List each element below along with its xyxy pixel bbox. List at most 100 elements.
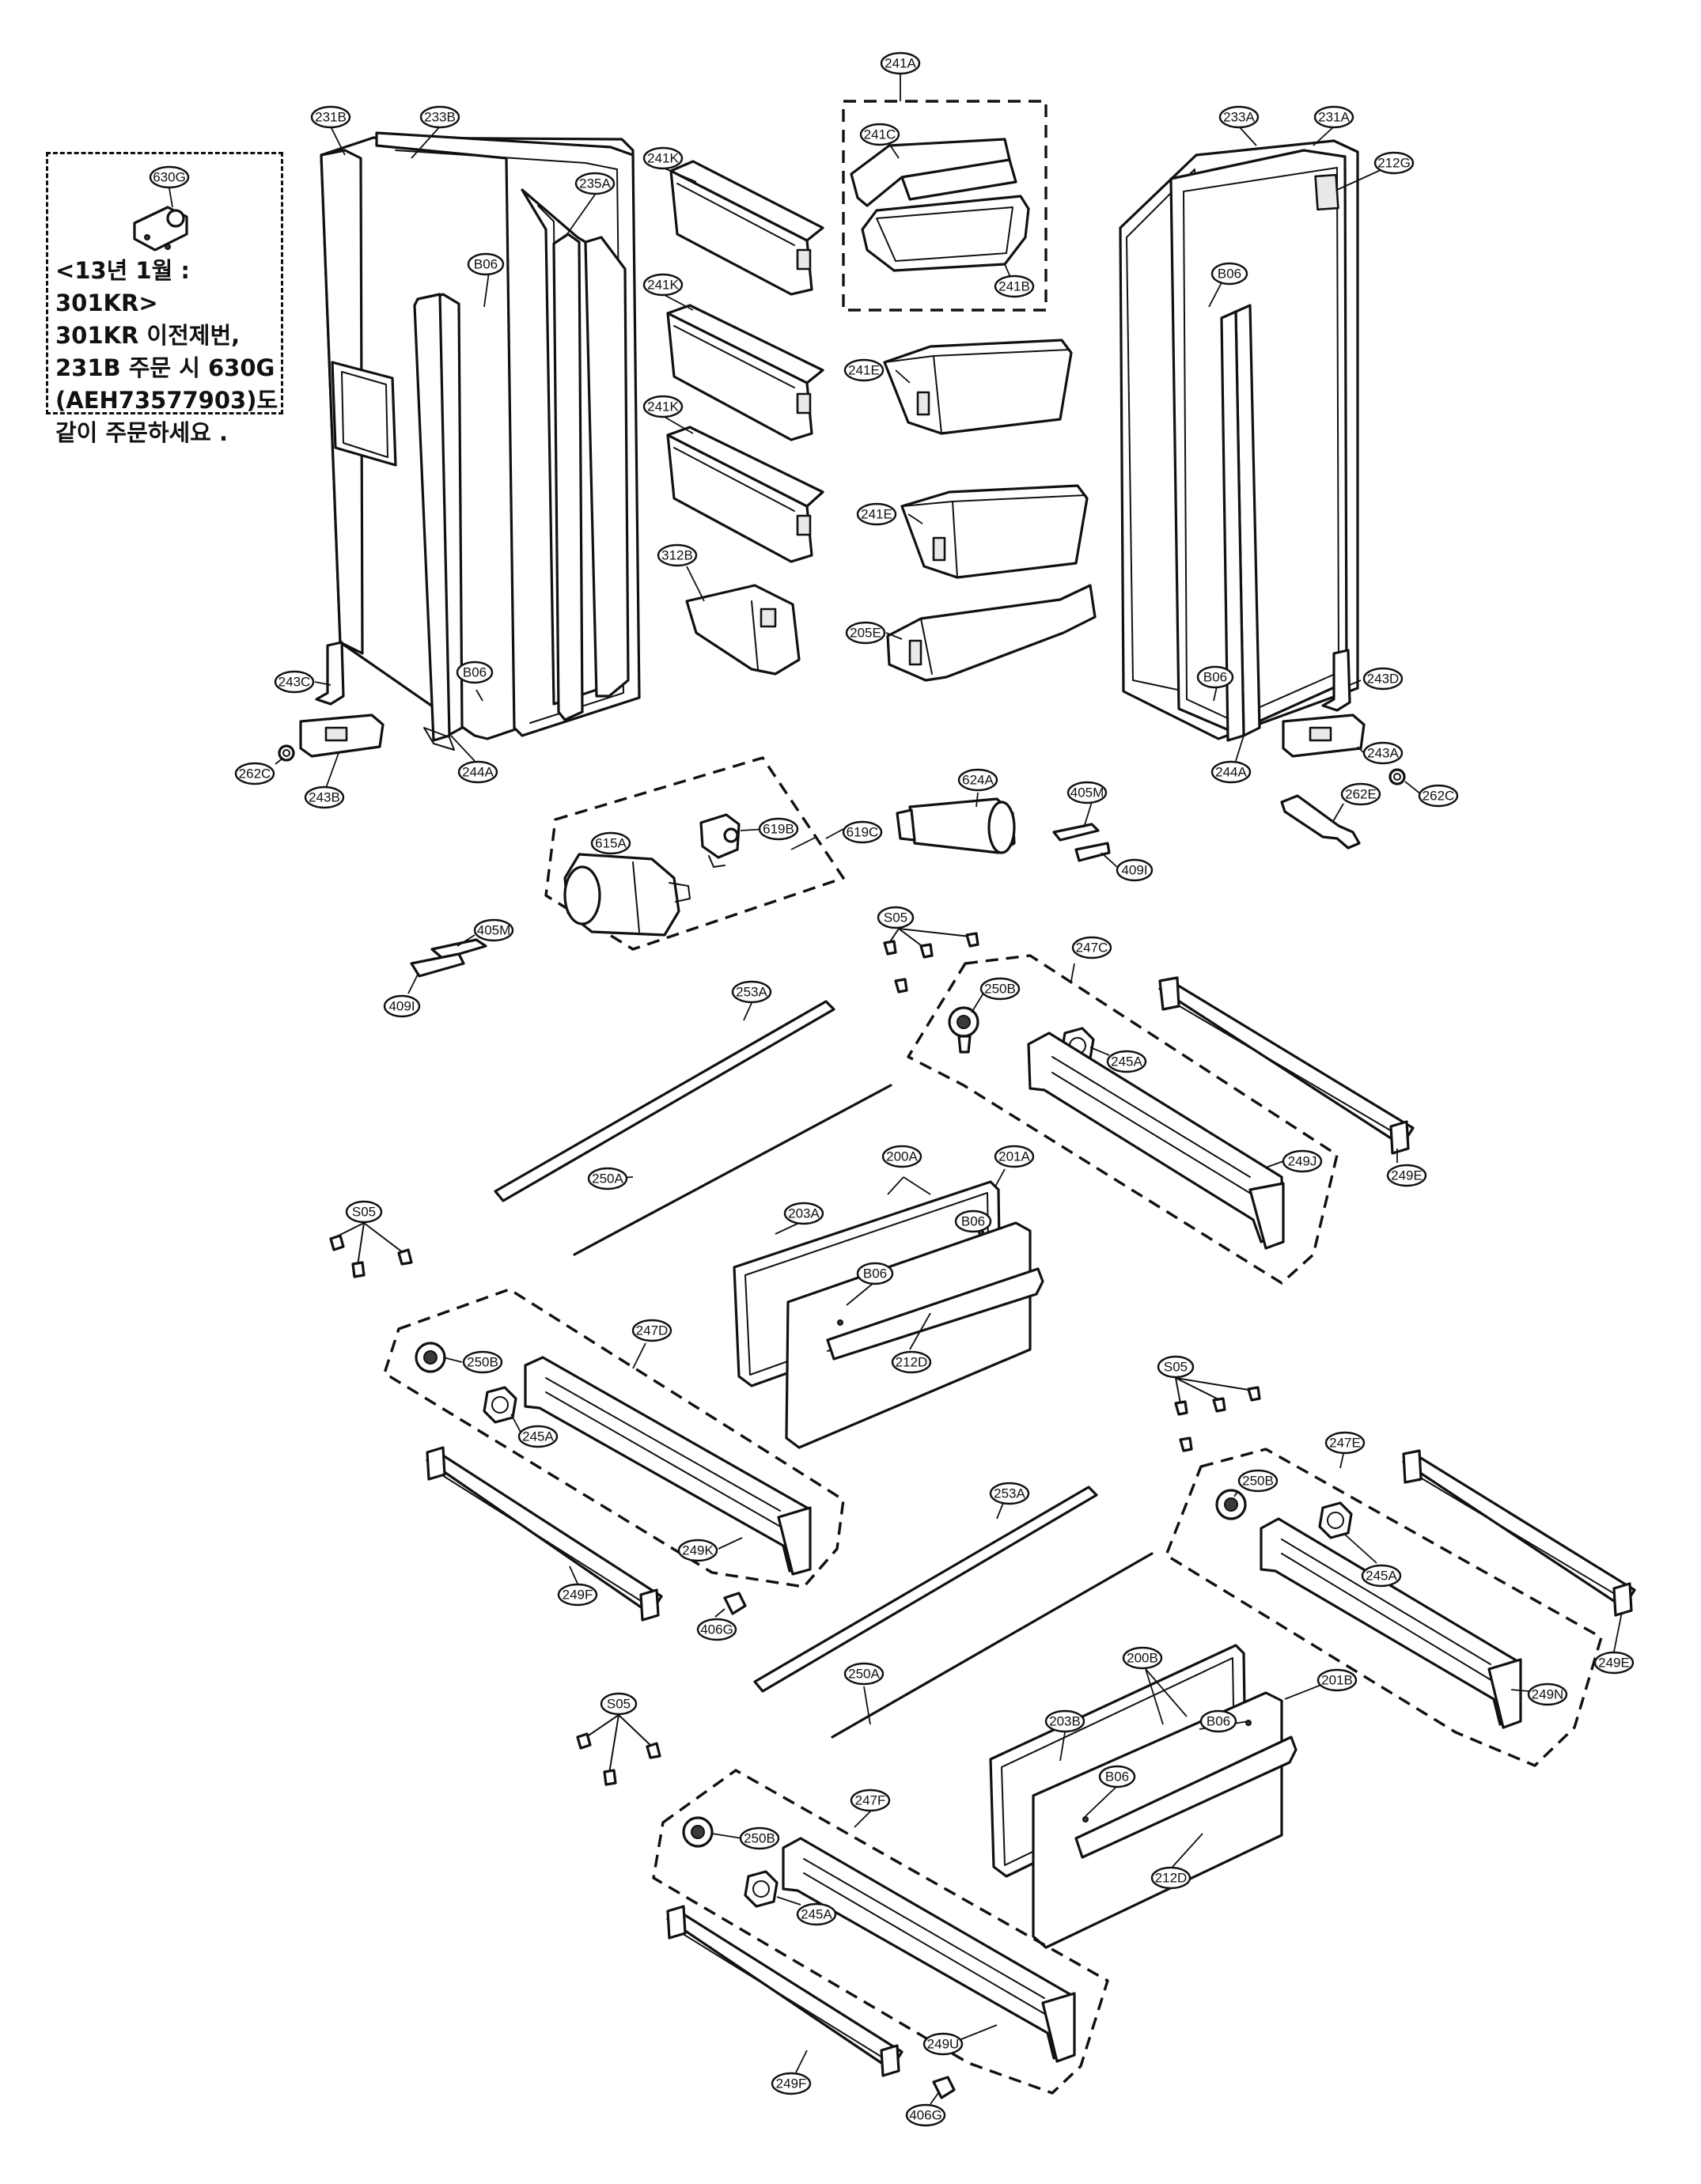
rod-253a-1 bbox=[494, 1000, 835, 1202]
svg-text:233A: 233A bbox=[1223, 110, 1255, 125]
svg-text:B06: B06 bbox=[1218, 267, 1241, 282]
svg-text:241K: 241K bbox=[647, 278, 679, 293]
svg-text:243D: 243D bbox=[1367, 672, 1400, 687]
svg-text:B06: B06 bbox=[863, 1266, 887, 1281]
rail-249j bbox=[1027, 1031, 1285, 1250]
svg-text:205E: 205E bbox=[850, 626, 881, 641]
svg-text:B06: B06 bbox=[1207, 1714, 1230, 1729]
svg-text:S05: S05 bbox=[1164, 1360, 1188, 1375]
svg-text:250B: 250B bbox=[1242, 1474, 1274, 1489]
label-243c: 243C bbox=[274, 670, 315, 694]
svg-text:249E: 249E bbox=[1391, 1168, 1423, 1183]
svg-text:203A: 203A bbox=[788, 1206, 820, 1221]
svg-text:247D: 247D bbox=[636, 1323, 669, 1338]
label-253a-2: 253A bbox=[989, 1482, 1030, 1505]
label-245a-2: 245A bbox=[517, 1425, 559, 1448]
label-241b: 241B bbox=[994, 274, 1035, 298]
bushing-245a-4 bbox=[744, 1870, 779, 1908]
svg-text:200B: 200B bbox=[1127, 1651, 1158, 1666]
label-243b: 243B bbox=[304, 785, 345, 809]
label-249e-1: 249E bbox=[1386, 1164, 1427, 1187]
clip-405m-1 bbox=[1052, 823, 1111, 862]
label-253a-1: 253A bbox=[731, 980, 772, 1004]
label-245a-1: 245A bbox=[1106, 1050, 1147, 1073]
note-line-3: 231B 주문 시 630G bbox=[55, 354, 275, 381]
svg-text:212D: 212D bbox=[896, 1355, 928, 1370]
door-bin-241k-3 bbox=[666, 426, 824, 563]
svg-text:619B: 619B bbox=[763, 822, 794, 837]
svg-text:B06: B06 bbox=[961, 1214, 985, 1229]
svg-text:235A: 235A bbox=[579, 176, 611, 191]
rail-249e-2 bbox=[1402, 1449, 1636, 1617]
label-243a: 243A bbox=[1362, 741, 1404, 765]
note-line-1: <13년 1월 : 301KR> bbox=[55, 257, 190, 316]
screws-s05-2 bbox=[329, 1222, 413, 1278]
label-200b: 200B bbox=[1122, 1646, 1163, 1670]
bin-cover-241c bbox=[850, 138, 1017, 207]
svg-text:241B: 241B bbox=[998, 279, 1030, 294]
svg-text:250B: 250B bbox=[984, 982, 1016, 997]
label-247d: 247D bbox=[631, 1319, 672, 1342]
svg-text:405M: 405M bbox=[1070, 785, 1104, 801]
note-line-4: (AEH73577903)도 bbox=[55, 387, 278, 414]
group-247c-box bbox=[907, 954, 1339, 1285]
label-250b-3: 250B bbox=[1237, 1469, 1279, 1493]
label-405m-1: 405M bbox=[1066, 781, 1108, 804]
group-247e-box bbox=[1165, 1448, 1603, 1767]
svg-text:247E: 247E bbox=[1329, 1436, 1361, 1451]
svg-text:S05: S05 bbox=[884, 910, 907, 925]
label-247c: 247C bbox=[1071, 936, 1112, 960]
label-245a-3: 245A bbox=[1361, 1564, 1402, 1588]
label-231b: 231B bbox=[310, 105, 351, 129]
svg-text:247C: 247C bbox=[1076, 941, 1108, 956]
label-205e: 205E bbox=[845, 621, 886, 645]
drawer-front-201a bbox=[785, 1221, 1044, 1449]
bin-241b bbox=[861, 195, 1030, 272]
order-note-text: <13년 1월 : 301KR>301KR 이전제번,231B 주문 시 630… bbox=[55, 255, 293, 449]
rail-249f-1 bbox=[426, 1446, 663, 1622]
svg-text:S05: S05 bbox=[607, 1697, 631, 1712]
group-247f-box bbox=[652, 1769, 1109, 2095]
svg-text:241E: 241E bbox=[848, 363, 880, 378]
label-249k: 249K bbox=[677, 1539, 718, 1562]
bushing-245a-2 bbox=[483, 1386, 517, 1424]
label-405m-2: 405M bbox=[473, 918, 514, 942]
label-212d-1: 212D bbox=[891, 1350, 932, 1374]
rail-249f-2 bbox=[666, 1905, 904, 2077]
label-201a: 201A bbox=[994, 1145, 1035, 1168]
svg-text:244A: 244A bbox=[1215, 765, 1247, 780]
label-233b: 233B bbox=[419, 105, 460, 129]
svg-text:S05: S05 bbox=[352, 1205, 376, 1220]
gear-250b-3 bbox=[1215, 1489, 1247, 1520]
svg-text:615A: 615A bbox=[595, 836, 627, 851]
label-250b-2: 250B bbox=[462, 1350, 503, 1374]
svg-text:262C: 262C bbox=[239, 766, 271, 782]
rail-249e-1 bbox=[1158, 976, 1415, 1155]
bushing-245a-3 bbox=[1318, 1501, 1353, 1539]
label-249n: 249N bbox=[1527, 1682, 1568, 1706]
label-249f-2: 249F bbox=[771, 2072, 812, 2095]
label-212g: 212G bbox=[1373, 151, 1415, 175]
leader-lines bbox=[275, 73, 1623, 2105]
svg-text:247F: 247F bbox=[855, 1793, 886, 1808]
label-b06-4: B06 bbox=[1196, 665, 1234, 689]
svg-text:241C: 241C bbox=[864, 127, 896, 142]
label-b06-5: B06 bbox=[856, 1262, 894, 1285]
bin-205e bbox=[886, 584, 1097, 682]
screws-s05-4 bbox=[576, 1714, 661, 1786]
valve-619b bbox=[699, 813, 741, 868]
svg-text:250A: 250A bbox=[592, 1171, 623, 1187]
svg-text:241A: 241A bbox=[885, 56, 916, 71]
label-244a-1: 244A bbox=[457, 760, 498, 784]
group-247d-box bbox=[383, 1288, 845, 1588]
label-b06-2: B06 bbox=[456, 660, 494, 684]
label-b06-6: B06 bbox=[954, 1209, 992, 1233]
svg-text:233B: 233B bbox=[424, 110, 456, 125]
svg-text:249K: 249K bbox=[682, 1543, 714, 1558]
label-243d: 243D bbox=[1362, 667, 1404, 691]
label-203a: 203A bbox=[783, 1202, 824, 1225]
bin-241e-2 bbox=[900, 484, 1089, 579]
svg-text:249N: 249N bbox=[1532, 1687, 1564, 1702]
